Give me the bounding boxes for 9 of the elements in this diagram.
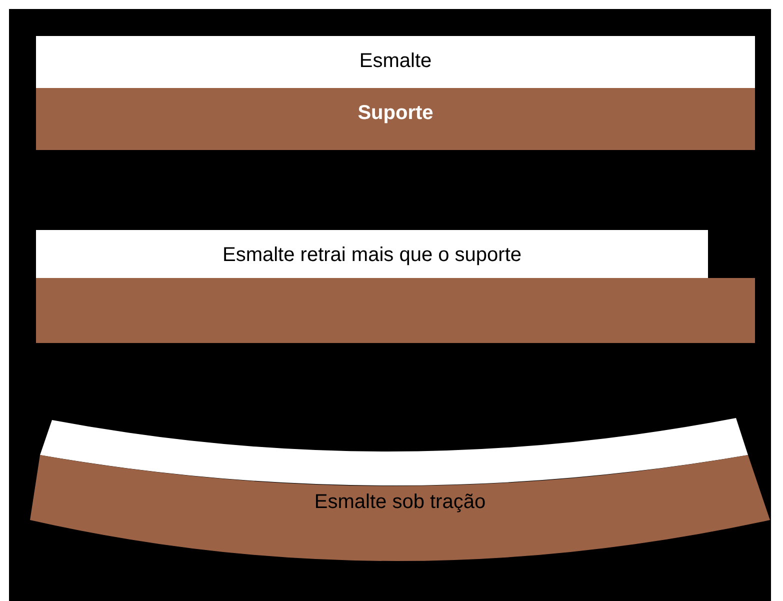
support-layer xyxy=(36,278,755,343)
support-layer xyxy=(36,88,755,150)
enamel-layer xyxy=(36,230,708,278)
layer-label: Esmalte sob tração xyxy=(313,491,487,514)
curved-enamel-layer xyxy=(40,418,748,486)
layer-label: Suporte xyxy=(356,102,434,125)
enamel-layer xyxy=(36,36,755,88)
layer-label: Esmalte retrai mais que o suporte xyxy=(221,244,523,267)
layer-label: Esmalte xyxy=(358,50,433,73)
